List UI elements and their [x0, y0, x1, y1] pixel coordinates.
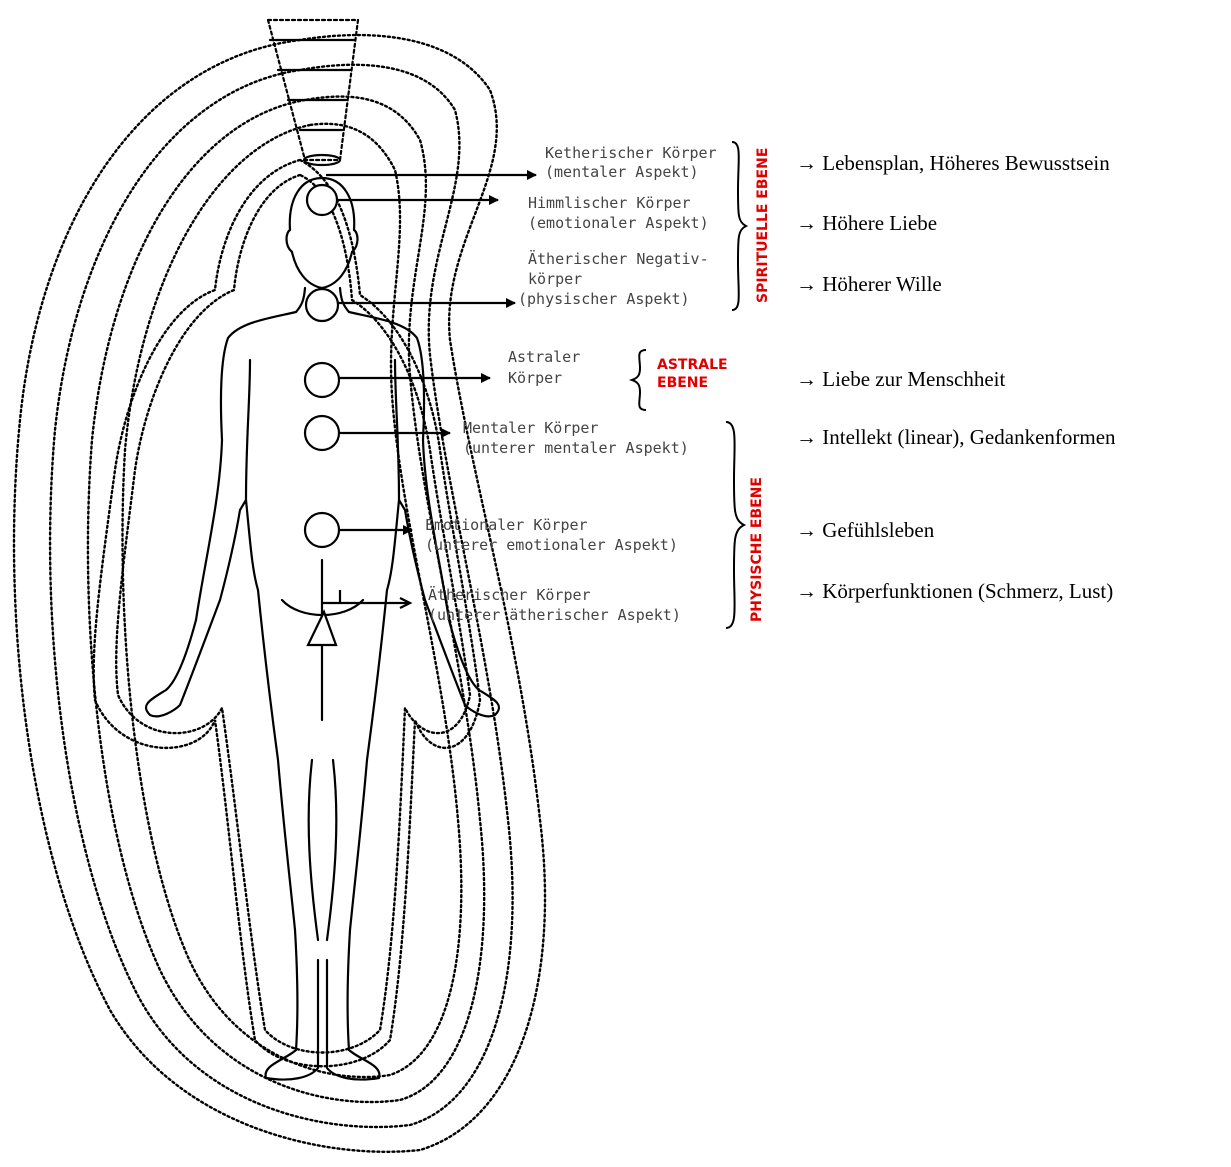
crown-cone: [268, 20, 358, 165]
chakra-crown: [307, 185, 337, 215]
aura-layer-3: [94, 160, 480, 1066]
description-7: → Körperfunktionen (Schmerz, Lust): [796, 579, 1113, 603]
description-1: → Lebensplan, Höheres Bewusstsein: [796, 151, 1110, 175]
label-mental-1: Mentaler Körper: [463, 419, 598, 437]
label-aetherisch-2: (unterer ätherischer Aspekt): [428, 606, 681, 624]
brace-physical: [726, 422, 744, 628]
description-4: → Liebe zur Menschheit: [796, 367, 1006, 391]
label-himmlisch-1: Himmlischer Körper: [528, 194, 691, 212]
aura-layer-4: [123, 124, 462, 1077]
brace-spiritual: [732, 142, 746, 310]
legs-detail: [309, 760, 337, 940]
chakra-root: [308, 612, 336, 645]
label-emotional-1: Emotionaler Körper: [425, 516, 588, 534]
level-astral-1: ASTRALE: [657, 357, 728, 373]
label-mental-2: (unterer mentaler Aspekt): [463, 439, 689, 457]
label-aetherisch-1: Ätherischer Körper: [428, 585, 591, 604]
label-astral-1: Astraler: [508, 348, 580, 366]
description-5: → Intellekt (linear), Gedankenformen: [796, 425, 1116, 449]
description-3: → Höherer Wille: [796, 272, 942, 296]
brace-astral: [632, 350, 646, 410]
label-emotional-2: (unterer emotionaler Aspekt): [425, 536, 678, 554]
pointer-aetherisch: [322, 590, 410, 608]
level-spiritual: SPIRITUELLE EBENE: [755, 148, 771, 303]
chakra-sacral: [305, 513, 339, 547]
label-astral-2: Körper: [508, 369, 562, 387]
label-himmlisch-2: (emotionaler Aspekt): [528, 214, 709, 232]
description-2: → Höhere Liebe: [796, 211, 937, 235]
level-physical: PHYSISCHE EBENE: [749, 477, 765, 622]
level-astral-2: EBENE: [657, 375, 708, 391]
label-aetherneg-2: körper: [528, 270, 582, 288]
chakra-throat: [306, 289, 338, 321]
description-6: → Gefühlsleben: [796, 518, 935, 542]
chakra-solar: [305, 416, 339, 450]
label-ketherisch-2: (mentaler Aspekt): [545, 163, 699, 181]
label-aetherneg-1: Ätherischer Negativ-: [528, 249, 709, 268]
label-ketherisch-1: Ketherischer Körper: [545, 144, 717, 162]
descriptions: → Lebensplan, Höheres Bewusstsein → Höhe…: [796, 151, 1116, 603]
label-aetherneg-3: (physischer Aspekt): [518, 290, 690, 308]
chakra-heart: [305, 363, 339, 397]
